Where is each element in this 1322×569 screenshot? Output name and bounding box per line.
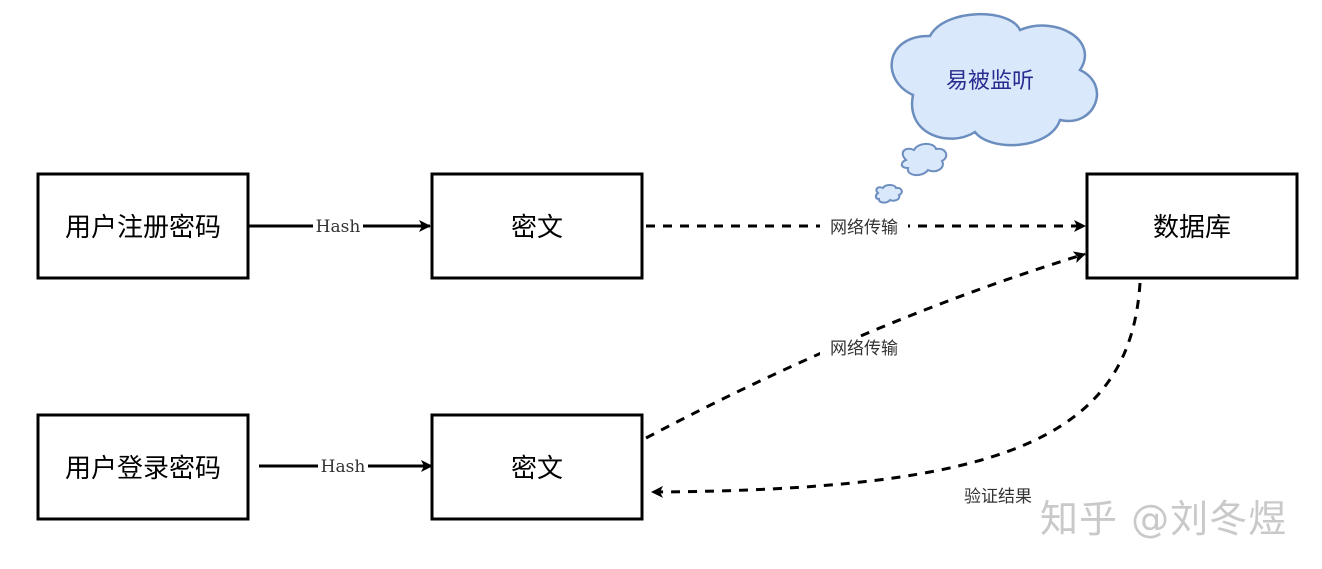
cloud-bubble-medium (900, 142, 948, 176)
node-ciphertext-top: 密文 (430, 172, 644, 280)
node-login-password-label: 用户登录密码 (65, 454, 221, 484)
edge-hash-top: Hash (248, 216, 431, 237)
cloud-bubble-small (874, 184, 903, 204)
edge-verify-result: 验证结果 (651, 282, 1142, 507)
node-ciphertext-bottom-label: 密文 (511, 454, 563, 484)
edge-network-top-label: 网络传输 (830, 218, 898, 238)
node-login-password: 用户登录密码 (36, 413, 250, 521)
watermark: 知乎 @刘冬煜 (1040, 497, 1288, 541)
edge-hash-bottom: Hash (259, 456, 433, 477)
edge-hash-bottom-label: Hash (321, 457, 366, 477)
node-ciphertext-bottom: 密文 (430, 413, 644, 521)
edge-network-top: 网络传输 (646, 216, 1086, 238)
edge-verify-result-label: 验证结果 (964, 487, 1032, 507)
node-register-password-label: 用户注册密码 (65, 213, 221, 243)
node-register-password: 用户注册密码 (36, 172, 250, 280)
thought-cloud: 易被监听 (874, 12, 1099, 204)
node-database-label: 数据库 (1153, 213, 1231, 243)
edge-network-bottom: 网络传输 (645, 251, 1086, 440)
node-database: 数据库 (1085, 172, 1299, 280)
edge-hash-top-label: Hash (316, 217, 361, 237)
edge-network-bottom-label: 网络传输 (830, 339, 898, 359)
cloud-label: 易被监听 (946, 69, 1034, 94)
node-ciphertext-top-label: 密文 (511, 213, 563, 243)
